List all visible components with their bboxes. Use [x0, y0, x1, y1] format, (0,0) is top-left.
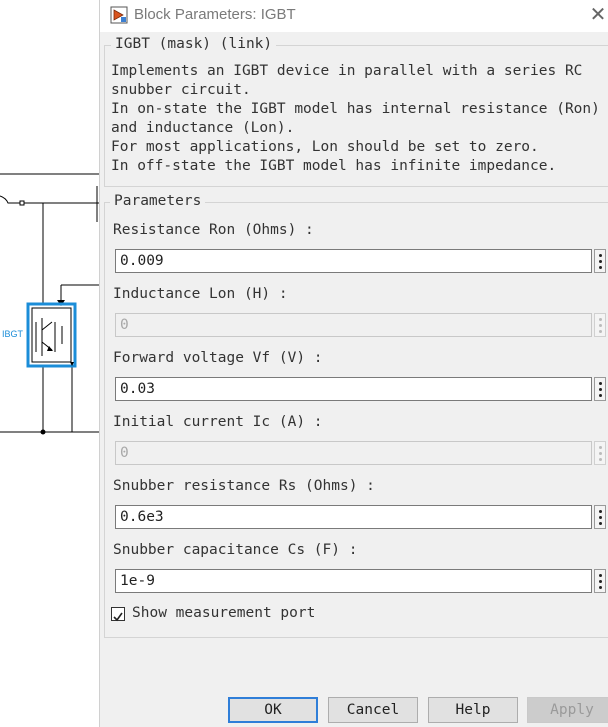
initial-current-field: [115, 441, 592, 465]
resistance-ron-field[interactable]: [115, 249, 592, 273]
description-line: Implements an IGBT device in parallel wi…: [111, 63, 583, 79]
inductance-lon-options-icon: [594, 313, 606, 337]
mask-group: [104, 45, 608, 187]
mask-legend: IGBT (mask) (link): [111, 36, 277, 52]
forward-voltage-options-icon[interactable]: [594, 377, 606, 401]
forward-voltage-field[interactable]: [115, 377, 592, 401]
snubber-capacitance-field[interactable]: [115, 569, 592, 593]
initial-current-label: Initial current Ic (A) :: [113, 414, 323, 430]
snubber-capacitance-label: Snubber capacitance Cs (F) :: [113, 542, 358, 558]
help-button[interactable]: Help: [428, 697, 518, 723]
parameters-group: [104, 202, 608, 638]
parameters-legend: Parameters: [110, 193, 206, 209]
description-line: In on-state the IGBT model has internal …: [111, 101, 600, 117]
cancel-button[interactable]: Cancel: [328, 697, 418, 723]
dialog-title: Block Parameters: IGBT: [134, 6, 296, 23]
snubber-resistance-field[interactable]: [115, 505, 592, 529]
measurement-port-checkbox[interactable]: [111, 607, 125, 622]
measurement-port-label: Show measurement port: [132, 605, 316, 621]
description-line: snubber circuit.: [111, 82, 251, 98]
description-line: In off-state the IGBT model has infinite…: [111, 158, 557, 174]
inductance-lon-label: Inductance Lon (H) :: [113, 286, 288, 302]
initial-current-options-icon: [594, 441, 606, 465]
model-canvas[interactable]: IBGT: [0, 0, 99, 727]
title-bar[interactable]: Block Parameters: IGBT ✕: [100, 0, 608, 32]
close-icon[interactable]: ✕: [589, 4, 607, 26]
apply-button: Apply: [527, 697, 608, 723]
snubber-resistance-options-icon[interactable]: [594, 505, 606, 529]
resistance-ron-label: Resistance Ron (Ohms) :: [113, 222, 314, 238]
checkmark-icon: [113, 612, 123, 622]
model-diagram: IBGT: [0, 173, 99, 435]
inductance-lon-field: [115, 313, 592, 337]
block-label: IBGT: [2, 329, 24, 339]
simulink-block-icon: [110, 6, 128, 24]
description-line: and inductance (Lon).: [111, 120, 295, 136]
ok-button[interactable]: OK: [228, 697, 318, 723]
snubber-resistance-label: Snubber resistance Rs (Ohms) :: [113, 478, 375, 494]
snubber-capacitance-options-icon[interactable]: [594, 569, 606, 593]
mask-description: Implements an IGBT device in parallel wi…: [111, 62, 600, 176]
forward-voltage-label: Forward voltage Vf (V) :: [113, 350, 323, 366]
description-line: For most applications, Lon should be set…: [111, 139, 539, 155]
block-parameters-dialog: Block Parameters: IGBT ✕ IGBT (mask) (li…: [99, 0, 608, 727]
resistance-ron-options-icon[interactable]: [594, 249, 606, 273]
